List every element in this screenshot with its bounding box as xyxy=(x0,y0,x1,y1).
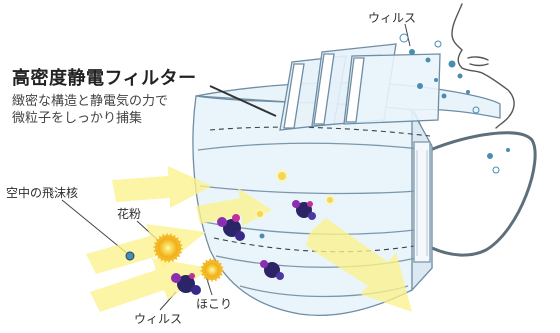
pleat-2 xyxy=(199,185,431,195)
droplet-leader xyxy=(61,199,129,255)
air-arrow-3 xyxy=(90,258,210,312)
pollen-particle-2 xyxy=(200,258,224,282)
pollen-particle xyxy=(153,233,183,263)
air-arrow-1 xyxy=(112,166,212,208)
droplet-nucleus-particle xyxy=(125,251,135,261)
label-droplet-nuclei: 空中の飛沫核 xyxy=(6,186,79,200)
air-arrows xyxy=(86,166,412,312)
pleat-1 xyxy=(197,142,431,151)
label-virus-bottom: ウィルス xyxy=(134,312,183,326)
lower-lip xyxy=(469,63,489,67)
virus-cluster-4 xyxy=(171,273,201,295)
label-virus-top: ウィルス xyxy=(368,11,417,25)
filter-description-line-2: 微粒子をしっかり捕集 xyxy=(12,111,143,126)
label-pollen: 花粉 xyxy=(117,207,142,221)
virus-top-leader xyxy=(404,23,411,47)
dust-leader xyxy=(205,275,213,296)
air-arrow-4 xyxy=(196,188,272,226)
label-dust: ほこり xyxy=(196,297,233,311)
upper-lip xyxy=(467,56,489,61)
filter-edge-3 xyxy=(345,57,365,123)
air-arrow-2 xyxy=(86,224,206,274)
glow-particles xyxy=(253,167,337,221)
ear-loop xyxy=(429,131,537,257)
virus-cluster-1 xyxy=(217,214,245,241)
filter-layers xyxy=(279,43,441,131)
pleat-4 xyxy=(215,255,425,268)
side-band xyxy=(413,141,431,263)
filter-layer-3 xyxy=(343,53,441,125)
side-band-stitches xyxy=(416,150,428,256)
filter-description-line-1: 緻密な構造と静電気の力で xyxy=(12,94,169,109)
face-profile xyxy=(451,3,515,129)
droplet-small xyxy=(259,233,265,239)
filter-edge-2 xyxy=(313,53,335,125)
filter-edge-1 xyxy=(283,63,305,129)
virus-cluster-2 xyxy=(292,200,316,220)
exhaled-droplet-rings xyxy=(399,33,500,174)
face-outline xyxy=(451,3,515,129)
virus-cluster-3 xyxy=(260,260,284,280)
exhaled-droplets xyxy=(409,49,510,159)
filter-heading: 高密度静電フィルター xyxy=(12,68,197,89)
nose-wire-stitch xyxy=(209,126,431,137)
air-arrow-5 xyxy=(306,218,412,312)
filter-pointer-line xyxy=(209,85,277,117)
